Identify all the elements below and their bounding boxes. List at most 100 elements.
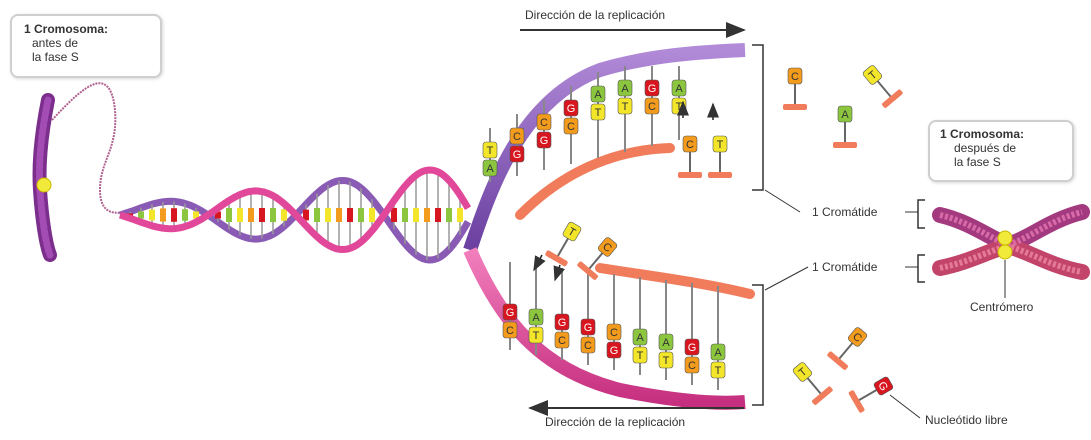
top-base-a: C — [509, 127, 525, 145]
helix-base — [226, 208, 232, 222]
svg-text:C: C — [686, 139, 694, 151]
box-after-line1: después de — [954, 141, 1017, 155]
bottom-base-a: G — [502, 303, 518, 321]
helix-base — [259, 208, 265, 222]
svg-text:A: A — [675, 83, 683, 95]
helix-base — [413, 208, 419, 222]
replication-fork — [463, 43, 755, 410]
free-nucleotide-a: A — [833, 105, 857, 148]
helix-base — [160, 208, 166, 222]
top-base-a: C — [536, 113, 552, 131]
free-nucleotide-base: A — [837, 105, 853, 123]
free-nucleotide-g: G — [848, 376, 894, 413]
helix-base — [193, 211, 199, 219]
incoming-nucleotide-c: C — [678, 135, 702, 178]
svg-text:G: G — [610, 345, 619, 357]
bottom-base-b: C — [580, 336, 596, 354]
box-after-title: 1 Cromosoma: — [940, 127, 1025, 141]
uncoiling-dna-thread — [51, 82, 126, 214]
direction-label-bottom: Dirección de la replicación — [545, 415, 686, 429]
svg-text:G: G — [513, 149, 522, 161]
helix-base — [171, 208, 177, 222]
helix-base — [314, 208, 320, 222]
svg-text:G: G — [567, 103, 576, 115]
helix-base — [281, 209, 287, 221]
helix-base — [435, 208, 441, 222]
after-s-phase-box: 1 Cromosoma: después de la fase S — [928, 120, 1074, 182]
bottom-base-a: G — [684, 338, 700, 356]
bracket-bottom — [752, 284, 764, 406]
svg-text:T: T — [663, 355, 670, 367]
svg-text:C: C — [567, 121, 575, 133]
svg-text:T: T — [533, 330, 540, 342]
free-nucleotide-base: T — [792, 362, 813, 382]
svg-text:A: A — [662, 337, 670, 349]
free-nucleotide-base: T — [862, 65, 883, 85]
bottom-base-a: C — [606, 323, 622, 341]
bottom-base-a: G — [554, 313, 570, 331]
svg-text:A: A — [636, 332, 644, 344]
svg-text:T: T — [637, 350, 644, 362]
free-nucleotide-c: C — [827, 327, 868, 370]
helix-base — [303, 209, 309, 221]
new-strand-bottom — [595, 263, 755, 299]
free-nucleotide-base: C — [787, 67, 803, 85]
free-nucleotide-t: T — [792, 362, 833, 405]
free-nucleotide-label: Nucleótido libre — [925, 413, 1008, 427]
bottom-base-a: A — [632, 328, 648, 346]
helix-base — [369, 208, 375, 222]
free-nucleotide-base: C — [597, 237, 618, 257]
box-before-line2: la fase S — [32, 50, 79, 64]
top-base-b: T — [671, 97, 687, 115]
svg-text:A: A — [594, 89, 602, 101]
top-base-a: A — [590, 85, 606, 103]
svg-text:G: G — [584, 322, 593, 334]
parent-strand-top — [463, 43, 746, 253]
helix-base — [457, 208, 463, 222]
bottom-base-b: C — [502, 321, 518, 339]
bottom-base-b: T — [528, 326, 544, 344]
helix-base — [149, 209, 155, 221]
before-s-phase-box: 1 Cromosoma: antes de la fase S — [10, 14, 162, 78]
free-nucleotide-base: G — [873, 376, 894, 396]
top-base-b: A — [482, 159, 498, 177]
bottom-base-a: A — [710, 343, 726, 361]
bottom-base-a: G — [580, 318, 596, 336]
helix-base — [248, 208, 254, 222]
top-base-a: T — [482, 141, 498, 159]
new-strand-top — [515, 143, 675, 220]
svg-text:C: C — [506, 325, 514, 337]
box-after-line2: la fase S — [954, 155, 1001, 169]
svg-text:G: G — [688, 342, 697, 354]
helix-strand-pink — [118, 166, 472, 254]
helix-base — [391, 208, 397, 222]
chromatid-label-bottom: 1 Cromátide — [812, 260, 878, 274]
helix-base — [424, 208, 430, 222]
incoming-nucleotide-t: T — [708, 135, 732, 178]
top-base-b: G — [509, 145, 525, 163]
top-base-a: A — [617, 79, 633, 97]
condensed-chromosome — [32, 93, 57, 262]
svg-text:A: A — [621, 83, 629, 95]
svg-text:T: T — [595, 107, 602, 119]
helix-base — [270, 208, 276, 222]
duplicated-chromosome — [932, 204, 1090, 280]
parent-strand-bottom — [463, 247, 746, 410]
helix-base — [325, 208, 331, 222]
svg-text:C: C — [584, 340, 592, 352]
top-base-a: G — [644, 79, 660, 97]
box-before-line1: antes de — [32, 36, 79, 50]
incoming-nucleotide-t: T — [545, 221, 582, 267]
svg-text:A: A — [714, 347, 722, 359]
svg-text:A: A — [532, 312, 540, 324]
free-nucleotide-c: C — [783, 67, 807, 110]
top-base-b: G — [536, 131, 552, 149]
bracket-top — [752, 44, 764, 191]
svg-text:C: C — [513, 131, 521, 143]
incoming-nucleotide-c: C — [577, 237, 618, 280]
centromere-label: Centrómero — [970, 300, 1034, 314]
free-nucleotide-base: T — [562, 221, 582, 242]
bottom-base-a: A — [658, 333, 674, 351]
top-base-b: C — [644, 97, 660, 115]
